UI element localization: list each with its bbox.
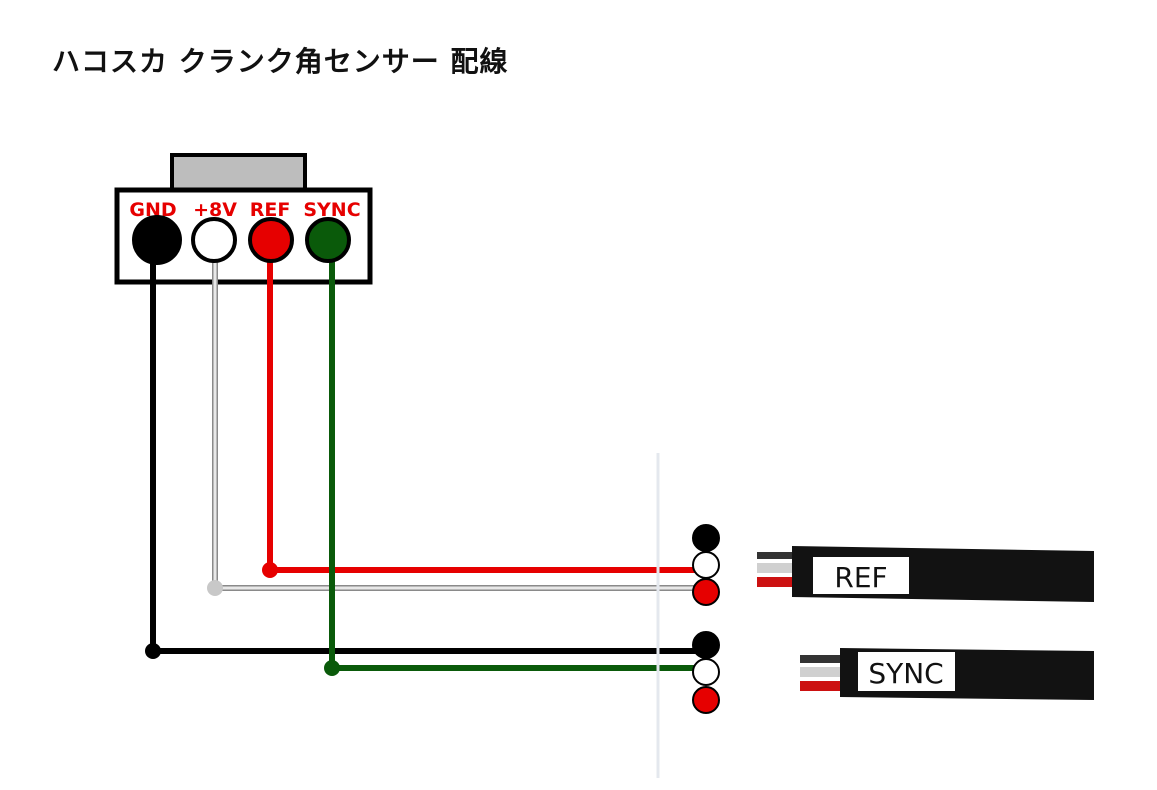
wire-ref [267,240,706,573]
cable-label-sync: SYNC [868,657,943,690]
connector-tab [170,153,307,193]
terminal-ref-red [692,578,720,606]
junction-sync [324,660,340,676]
pin-ref [248,217,294,263]
wire-8v [212,240,706,591]
terminal-ref-white [692,551,720,579]
wire-sync [329,240,706,671]
junction-8v [207,580,223,596]
pin-sync [305,217,351,263]
cable-sync: SYNC [800,648,1094,700]
cable-label-box-sync [858,652,955,691]
terminal-sync-black [692,631,720,659]
cable-label-ref: REF [834,561,887,594]
pin-gnd [132,215,182,265]
cable-label-box-ref [813,557,909,594]
pin-label-ref: REF [250,199,291,221]
wire-8v-core [213,240,706,590]
pin-label-8v: +8V [193,199,237,221]
page-title: ハコスカ クランク角センサー 配線 [52,45,509,78]
terminal-sync-white [692,658,720,686]
pin-label-sync: SYNC [303,199,360,221]
pin-label-gnd: GND [129,199,176,221]
terminal-sync-red [692,686,720,714]
pin-8v [191,217,237,263]
cable-ref: REF [757,546,1094,602]
junction-gnd [145,643,161,659]
terminal-ref-black [692,524,720,552]
junction-ref [262,562,278,578]
